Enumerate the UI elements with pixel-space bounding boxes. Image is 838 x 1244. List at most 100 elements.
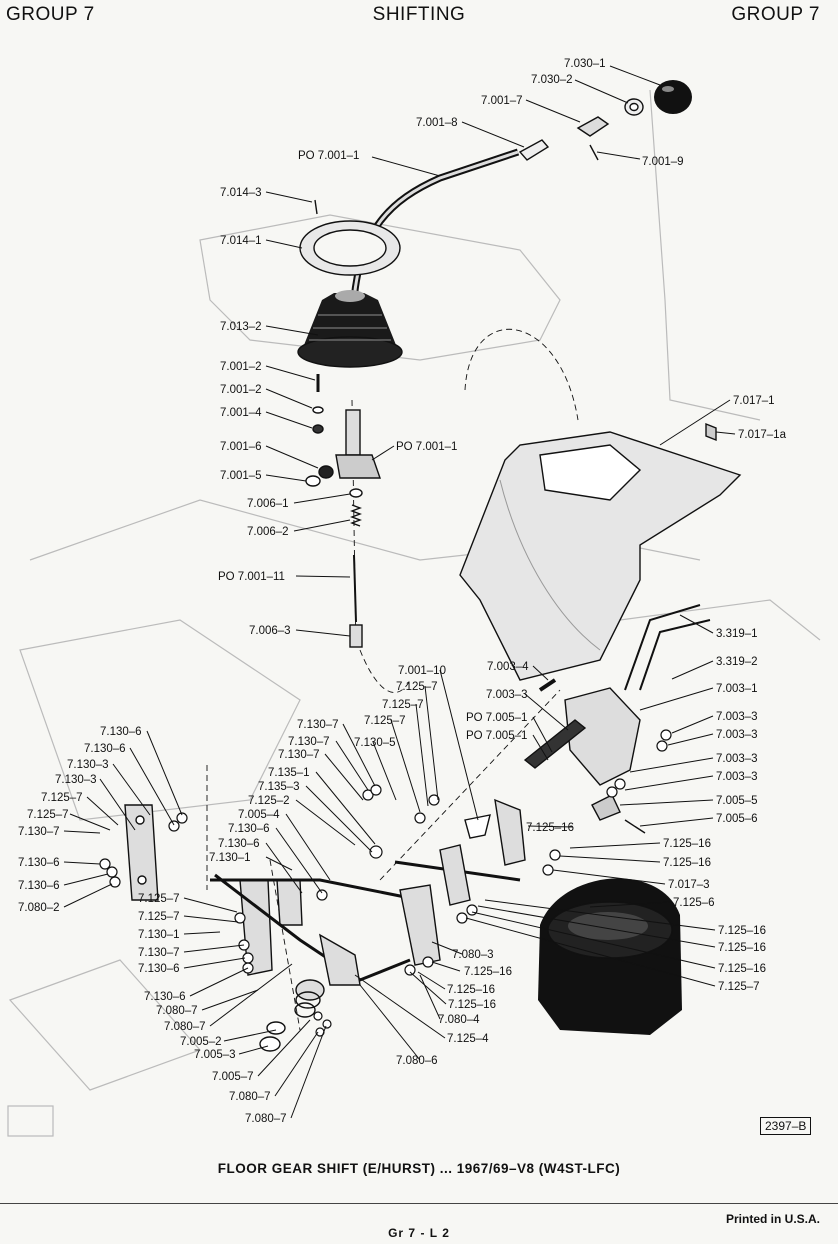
part-label: 7.001–9 (642, 156, 684, 168)
part-label: 7.125–16 (448, 999, 496, 1011)
part-label: 7.030–1 (564, 58, 606, 70)
shift-housing-cup (538, 878, 682, 1035)
part-label: 7.130–3 (67, 759, 109, 771)
part-label: 7.013–2 (220, 321, 262, 333)
part-label: 7.080–4 (438, 1014, 480, 1026)
part-label: 7.125–16 (526, 822, 574, 834)
nut (312, 424, 324, 434)
part-label: 7.003–3 (716, 771, 758, 783)
part-label: 7.001–4 (220, 407, 262, 419)
part-label: 7.125–7 (27, 809, 69, 821)
part-label: 7.130–3 (55, 774, 97, 786)
knob-adapter (576, 116, 610, 137)
shift-rail-clip (591, 794, 621, 821)
part-label: 7.130–7 (288, 736, 330, 748)
lock-washer (312, 406, 324, 414)
part-label: 7.130–6 (228, 823, 270, 835)
part-label: 7.014–1 (220, 235, 262, 247)
part-label: 7.003–3 (486, 689, 528, 701)
part-label: 7.130–6 (18, 880, 60, 892)
part-label: 7.030–2 (531, 74, 573, 86)
part-label: 7.125–6 (673, 897, 715, 909)
part-label: 7.080–7 (156, 1005, 198, 1017)
part-label: 7.003–3 (716, 753, 758, 765)
part-label: 7.003–3 (716, 711, 758, 723)
washer (305, 475, 321, 487)
part-label: 7.017–1 (733, 395, 775, 407)
part-label: 7.135–3 (258, 781, 300, 793)
part-label: 7.130–7 (297, 719, 339, 731)
part-label: 7.130–7 (278, 749, 320, 761)
jam-nut (624, 98, 644, 116)
part-label: 7.130–6 (18, 857, 60, 869)
cover-screw (705, 422, 717, 442)
part-label: 7.080–7 (229, 1091, 271, 1103)
part-label: 7.017–3 (668, 879, 710, 891)
part-label: 7.005–2 (180, 1036, 222, 1048)
part-label: 7.006–1 (247, 498, 289, 510)
part-labels: 7.030–1 7.030–2 7.001–7 7.001–8 PO 7.001… (18, 58, 787, 1125)
lever-extension (518, 139, 550, 161)
part-label: 7.125–7 (364, 715, 406, 727)
part-label: 7.006–2 (247, 526, 289, 538)
part-label: 7.125–7 (718, 981, 760, 993)
part-label: 7.130–7 (138, 947, 180, 959)
part-label: 7.130–5 (354, 737, 396, 749)
part-label: PO 7.005–1 (466, 712, 527, 724)
header-group-left: GROUP 7 (6, 4, 95, 25)
part-label: 7.130–1 (209, 852, 251, 864)
part-label: 7.005–4 (238, 809, 280, 821)
figure-caption: FLOOR GEAR SHIFT (E/HURST) ... 1967/69–V… (217, 1161, 621, 1176)
spring-washer (349, 488, 363, 498)
bushing (318, 465, 334, 479)
part-label: PO 7.001–11 (218, 571, 285, 583)
part-label: 7.001–8 (416, 117, 458, 129)
part-label: 3.319–1 (716, 628, 758, 640)
part-label: PO 7.005–1 (466, 730, 527, 742)
shift-boot (297, 290, 403, 368)
part-label: 7.130–6 (100, 726, 142, 738)
part-label: 7.125–16 (718, 942, 766, 954)
part-label: 7.125–16 (718, 963, 766, 975)
pivot-shaft (523, 719, 587, 769)
part-label: 7.017–1a (738, 429, 787, 441)
part-label: 7.125–16 (464, 966, 512, 978)
header-group-right: GROUP 7 (731, 4, 820, 25)
part-label: PO 7.001–1 (298, 150, 359, 162)
part-label: 7.130–1 (138, 929, 180, 941)
spring (350, 504, 362, 527)
pin (538, 678, 557, 692)
wire-harness (624, 604, 711, 691)
part-label: 7.080–7 (245, 1113, 287, 1125)
background-ghost-illustration (7, 89, 821, 1137)
part-label: 7.080–2 (18, 902, 60, 914)
spring-assembly (259, 979, 325, 1052)
part-label: 7.125–7 (396, 681, 438, 693)
part-label: 7.125–16 (663, 857, 711, 869)
rod-end (349, 624, 363, 648)
part-label: 7.006–3 (249, 625, 291, 637)
part-label: 7.130–6 (218, 838, 260, 850)
switch-bracket (564, 687, 641, 786)
part-label: 7.080–6 (396, 1055, 438, 1067)
part-label: 7.014–3 (220, 187, 262, 199)
leader-lines (63, 65, 736, 1119)
part-label: 7.005–6 (716, 813, 758, 825)
part-label: 7.125–2 (248, 795, 290, 807)
footer-page-number: Gr 7 - L 2 (388, 1226, 450, 1240)
part-label: 7.130–6 (144, 991, 186, 1003)
part-label: 7.001–2 (220, 361, 262, 373)
roll-pin (589, 144, 599, 161)
header-title: SHIFTING (372, 4, 466, 25)
part-label: 7.125–16 (447, 984, 495, 996)
part-label: 7.001–10 (398, 665, 446, 677)
part-label: 7.003–1 (716, 683, 758, 695)
part-label: 7.005–5 (716, 795, 758, 807)
boot-retainer-ring (299, 220, 401, 276)
part-label: 7.001–5 (220, 470, 262, 482)
part-label: 7.125–7 (138, 893, 180, 905)
actuator-rod (353, 554, 357, 623)
part-label: 7.080–7 (164, 1021, 206, 1033)
small-washers (99, 729, 672, 1037)
